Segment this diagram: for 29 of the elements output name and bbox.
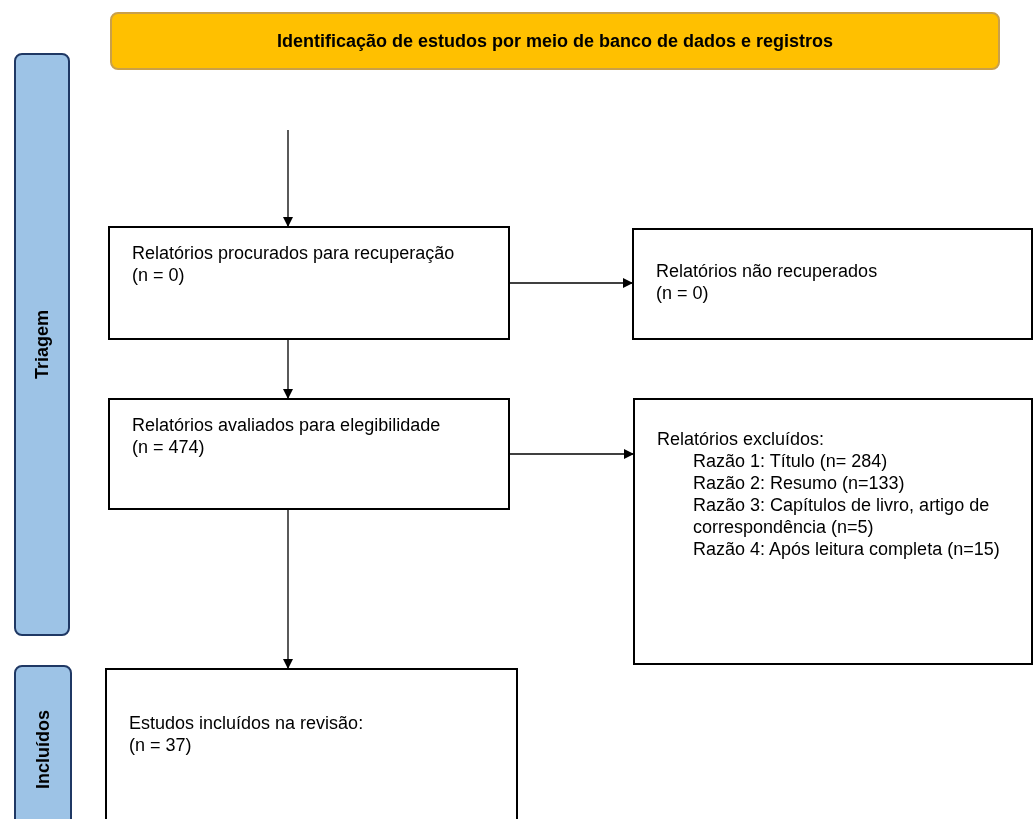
stage-band — [14, 665, 72, 819]
node-title: Relatórios procurados para recuperação — [132, 242, 456, 264]
node-title: Relatórios avaliados para elegibilidade — [132, 414, 442, 436]
node-text: (n = 0) — [656, 282, 710, 304]
node-title: Identificação de estudos por meio de banco de dados e registros — [276, 30, 834, 52]
stage-header — [110, 12, 1000, 70]
process-box — [108, 398, 510, 510]
node-title: Estudos incluídos na revisão: — [129, 712, 365, 734]
arrow — [283, 129, 293, 227]
node-title: Triagem — [31, 310, 53, 379]
arrow — [509, 278, 633, 288]
process-box — [633, 398, 1033, 665]
node-text: Razão 2: Resumo (n=133) — [692, 472, 906, 494]
node-title: Relatórios excluídos: — [657, 428, 826, 450]
arrow — [509, 449, 634, 459]
node-title: Relatórios não recuperados — [656, 260, 879, 282]
stage-band — [14, 53, 70, 636]
process-box — [632, 228, 1033, 340]
node-text: (n = 0) — [132, 264, 186, 286]
arrow — [283, 339, 293, 399]
node-text: Razão 1: Título (n= 284) — [692, 450, 889, 472]
process-box — [105, 668, 518, 819]
process-box — [108, 226, 510, 340]
node-title: Incluídos — [32, 710, 54, 790]
arrow — [283, 509, 293, 669]
node-text: (n = 474) — [132, 436, 206, 458]
node-text: Razão 3: Capítulos de livro, artigo de correspondência (n=5) — [692, 494, 991, 538]
node-text: (n = 37) — [129, 734, 193, 756]
node-text: Razão 4: Após leitura completa (n=15) — [692, 538, 1001, 560]
